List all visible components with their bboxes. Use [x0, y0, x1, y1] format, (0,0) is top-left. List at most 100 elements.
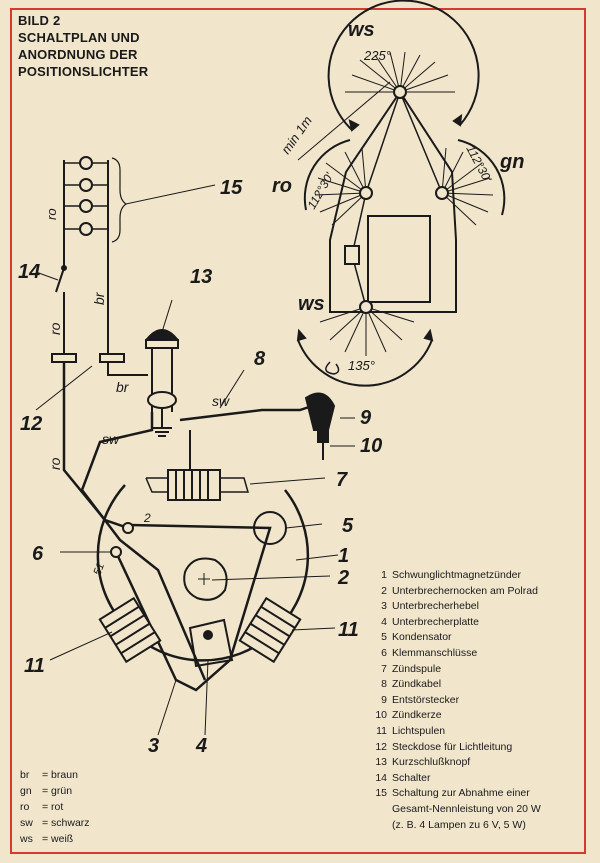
figure-title: BILD 2 SCHALTPLAN UND ANORDNUNG DER POSI…: [18, 12, 148, 80]
callout-15: 15: [220, 177, 243, 199]
red-border-frame: [10, 8, 586, 854]
color-key: br= braun gn= grün ro= rot sw= schwarz w…: [20, 767, 90, 847]
boat-light-arrangement: [296, 0, 506, 387]
ws-bottom-beam-fan: [319, 306, 415, 356]
label-wire-ro-lower: ro: [47, 457, 63, 470]
label-wire-br-lower: br: [116, 379, 130, 395]
title-line-2: SCHALTPLAN UND: [18, 30, 140, 45]
color-key-item: br= braun: [20, 769, 78, 781]
label-angle-225: 225°: [363, 48, 391, 63]
angle-arc-225: [327, 0, 480, 131]
arrow-head: [296, 328, 307, 342]
callout-5: 5: [342, 515, 354, 537]
label-wire-sw: sw: [212, 393, 230, 409]
wire-sw: [80, 412, 207, 681]
label-ro: ro: [272, 175, 292, 197]
callout-13: 13: [190, 266, 212, 288]
callout-11-right: 11: [338, 619, 359, 641]
ro-lamp-icon: [359, 186, 373, 200]
boat-hull: [329, 90, 457, 313]
label-gn: gn: [499, 151, 524, 173]
lamp-bracket: [111, 157, 128, 243]
callout-6: 6: [32, 543, 44, 565]
label-angle-right: 112°30': [463, 143, 494, 185]
tiller-icon: [325, 361, 340, 375]
arrow-head: [452, 113, 463, 127]
boat-wire-left: [351, 91, 401, 308]
callout-14: 14: [18, 261, 40, 283]
title-line-3: ANORDNUNG DER: [18, 47, 138, 62]
callout-4: 4: [195, 735, 207, 757]
lamp-group-15: [63, 156, 216, 243]
label-ws-top: ws: [348, 19, 375, 41]
leader-8: [219, 369, 245, 409]
lamp-icon: [79, 178, 93, 192]
leader-15: [125, 184, 216, 205]
callout-8: 8: [254, 348, 266, 370]
label-wire-sw-2: sw: [102, 431, 120, 447]
min-distance-line: [297, 81, 391, 161]
label-angle-135: 135°: [348, 358, 375, 373]
callout-10: 10: [360, 435, 382, 457]
color-key-item: gn= grün: [20, 785, 73, 797]
color-key-item: sw= schwarz: [20, 817, 90, 829]
kill-button-13: [145, 299, 179, 437]
legend-continuation: Gesamt-Nennleistung von 20 W: [392, 802, 541, 815]
lamp-icon: [79, 222, 93, 236]
callout-11-left: 11: [24, 655, 45, 677]
color-key-item: ro= rot: [20, 801, 64, 813]
switch-box: [344, 245, 360, 265]
lamp-icon: [79, 199, 93, 213]
ws-bottom-lamp-icon: [359, 300, 373, 314]
label-wire-br-upper: br: [91, 291, 107, 305]
color-key-item: ws= weiß: [20, 833, 74, 845]
spark-plug-connector-9: [304, 392, 355, 460]
angle-arc-135: [297, 339, 433, 387]
title-line-4: POSITIONSLICHTER: [18, 64, 149, 79]
callout-9: 9: [360, 407, 372, 429]
arrow-head: [423, 328, 434, 342]
arrow-head: [348, 119, 360, 132]
boat-wire-right: [399, 91, 443, 194]
ro-beam-fan: [314, 147, 367, 226]
ws-top-lamp-icon: [393, 85, 407, 99]
label-ws-bottom: ws: [298, 293, 325, 315]
title-line-1: BILD 2: [18, 13, 61, 28]
label-terminal-51: 51: [92, 561, 107, 577]
callout-1: 1: [338, 545, 349, 567]
callout-3: 3: [148, 735, 159, 757]
legend-continuation: (z. B. 4 Lampen zu 6 V, 5 W): [392, 818, 526, 831]
switch-14: [35, 240, 109, 355]
angle-arc-left: [303, 139, 351, 211]
callout-7: 7: [336, 469, 348, 491]
callout-12: 12: [20, 413, 42, 435]
gn-lamp-icon: [435, 186, 449, 200]
label-terminal-2: 2: [143, 511, 151, 525]
boat-seat: [367, 215, 431, 303]
label-wire-ro-upper: ro: [47, 322, 63, 335]
magneto-1: [49, 469, 339, 736]
label-lamps-ro: ro: [44, 208, 59, 220]
ignition-cable-8: [179, 402, 319, 422]
angle-arc-right: [457, 139, 506, 216]
callout-2: 2: [337, 567, 349, 589]
lamp-icon: [79, 156, 93, 170]
